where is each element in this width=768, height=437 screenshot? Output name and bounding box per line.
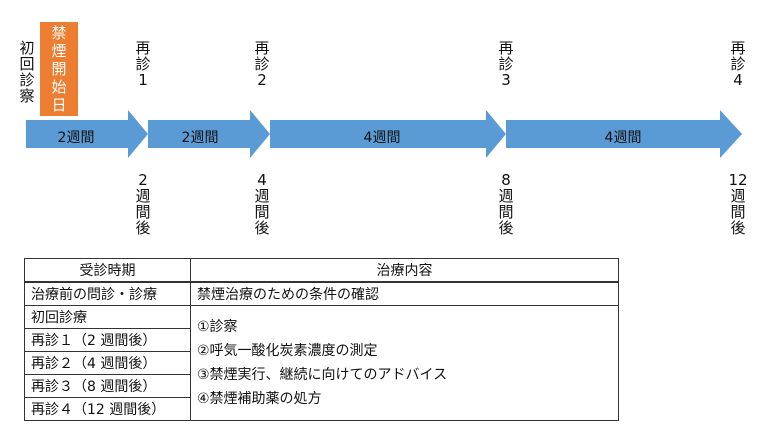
arrow-segment-4 — [506, 110, 742, 158]
arrow-segment-3 — [270, 110, 506, 158]
period-cell: 再診１（2 週間後） — [24, 328, 191, 352]
table-header-row: 受診時期 治療内容 — [24, 258, 619, 283]
initial-exam-label: 初 回 診 察 — [19, 39, 35, 105]
table-row: 初回診療 ①診察 ②呼気一酸化炭素濃度の測定 ③禁煙実行、継続に向けてのアドバイ… — [24, 305, 619, 421]
period-cell: 初回診療 — [24, 305, 191, 329]
arrow-segment-2 — [148, 110, 270, 158]
arrow-segment-1 — [26, 110, 148, 158]
segment-label-2: 2週間 — [181, 130, 219, 146]
content-item: ②呼気一酸化炭素濃度の測定 — [197, 343, 378, 359]
content-item: ③禁煙実行、継続に向けてのアドバイス — [197, 367, 448, 383]
table-row: 再診１（2 週間後） — [24, 328, 619, 352]
timeline-arrows — [26, 110, 742, 158]
table-row: 再診４（12 週間後） — [24, 397, 619, 421]
table-row: 再診３（8 週間後） — [24, 374, 619, 398]
period-cell: 治療前の問診・診療 — [24, 281, 191, 306]
period-cell: 再診３（8 週間後） — [24, 374, 191, 398]
segment-label-4: 4週間 — [604, 130, 642, 146]
period-cell: 再診２（4 週間後） — [24, 351, 191, 375]
treatment-table: 受診時期 治療内容 治療前の問診・診療 禁煙治療のための条件の確認 初回診療 ①… — [24, 258, 619, 421]
table-row: 治療前の問診・診療 禁煙治療のための条件の確認 — [24, 281, 619, 306]
content-item: ①診察 — [197, 319, 238, 335]
segment-label-1: 2週間 — [57, 130, 95, 146]
header-content: 治療内容 — [190, 258, 619, 283]
content-cell: 禁煙治療のための条件の確認 — [190, 281, 619, 306]
segment-label-3: 4週間 — [363, 130, 401, 146]
content-item: ④禁煙補助薬の処方 — [197, 391, 322, 407]
treatment-contents-cell: ①診察 ②呼気一酸化炭素濃度の測定 ③禁煙実行、継続に向けてのアドバイス ④禁煙… — [190, 305, 619, 421]
quit-start-box: 禁 煙 開 始 日 — [40, 22, 78, 116]
header-period: 受診時期 — [24, 258, 191, 283]
period-cell: 再診４（12 週間後） — [24, 397, 191, 421]
